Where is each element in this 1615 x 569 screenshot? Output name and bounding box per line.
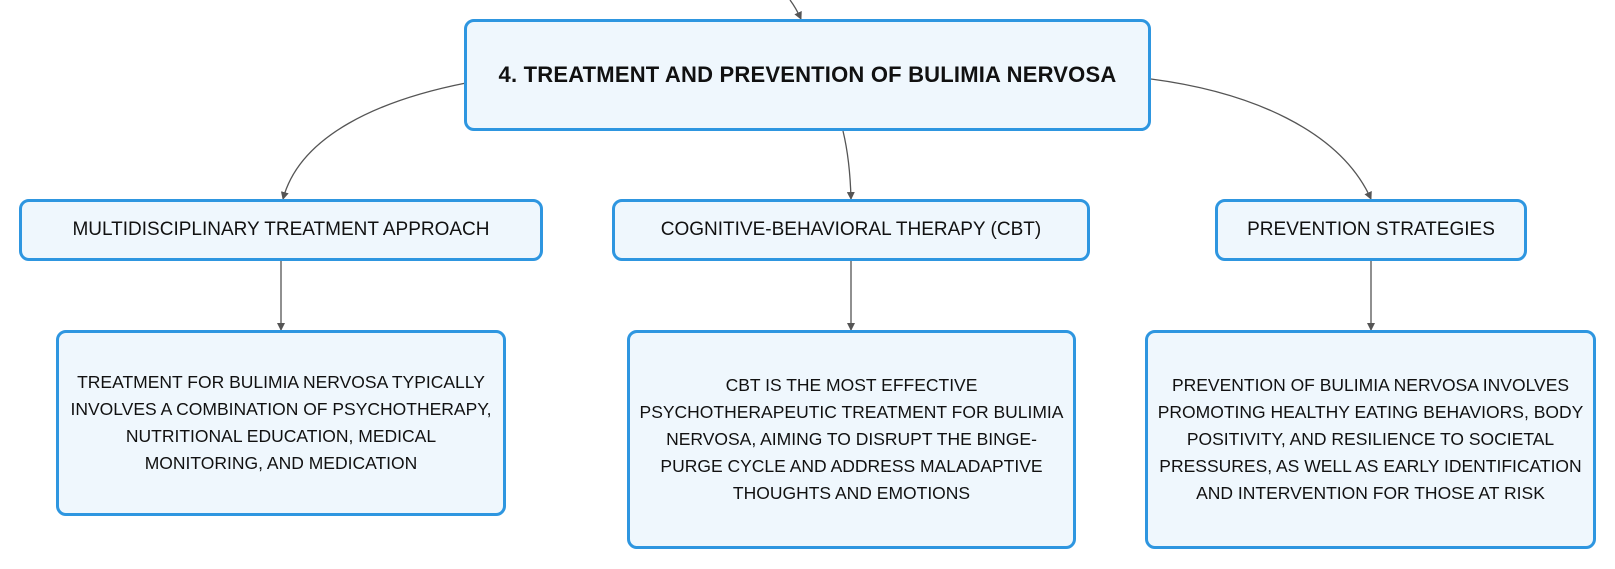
branch-label: PREVENTION STRATEGIES — [1247, 219, 1495, 240]
branch-label: COGNITIVE-BEHAVIORAL THERAPY (CBT) — [660, 219, 1042, 240]
branch-node-prevention-strategies[interactable]: PREVENTION STRATEGIES — [1215, 199, 1527, 261]
detail-text: PREVENTION OF BULIMIA NERVOSA INVOLVES P… — [1157, 375, 1584, 503]
connector-root-branch-2 — [842, 130, 855, 200]
branch-label: MULTIDISCIPLINARY TREATMENT APPROACH — [72, 219, 490, 240]
detail-text: TREATMENT FOR BULIMIA NERVOSA TYPICALLY … — [70, 372, 492, 473]
branch-node-cbt[interactable]: COGNITIVE-BEHAVIORAL THERAPY (CBT) — [612, 199, 1090, 261]
connector-root-branch-1 — [280, 82, 467, 200]
root-topic-title: 4. TREATMENT AND PREVENTION OF BULIMIA N… — [498, 62, 1117, 87]
connector-root-branch-3 — [1150, 78, 1372, 200]
detail-node-prevention-strategies[interactable]: PREVENTION OF BULIMIA NERVOSA INVOLVES P… — [1145, 330, 1596, 549]
connector-incoming-root — [789, 0, 802, 20]
detail-node-cbt[interactable]: CBT IS THE MOST EFFECTIVE PSYCHOTHERAPEU… — [627, 330, 1076, 549]
branch-node-multidisciplinary-treatment[interactable]: MULTIDISCIPLINARY TREATMENT APPROACH — [19, 199, 543, 261]
detail-text: CBT IS THE MOST EFFECTIVE PSYCHOTHERAPEU… — [639, 375, 1064, 503]
detail-node-multidisciplinary-treatment[interactable]: TREATMENT FOR BULIMIA NERVOSA TYPICALLY … — [56, 330, 506, 516]
root-topic-node[interactable]: 4. TREATMENT AND PREVENTION OF BULIMIA N… — [464, 19, 1151, 131]
